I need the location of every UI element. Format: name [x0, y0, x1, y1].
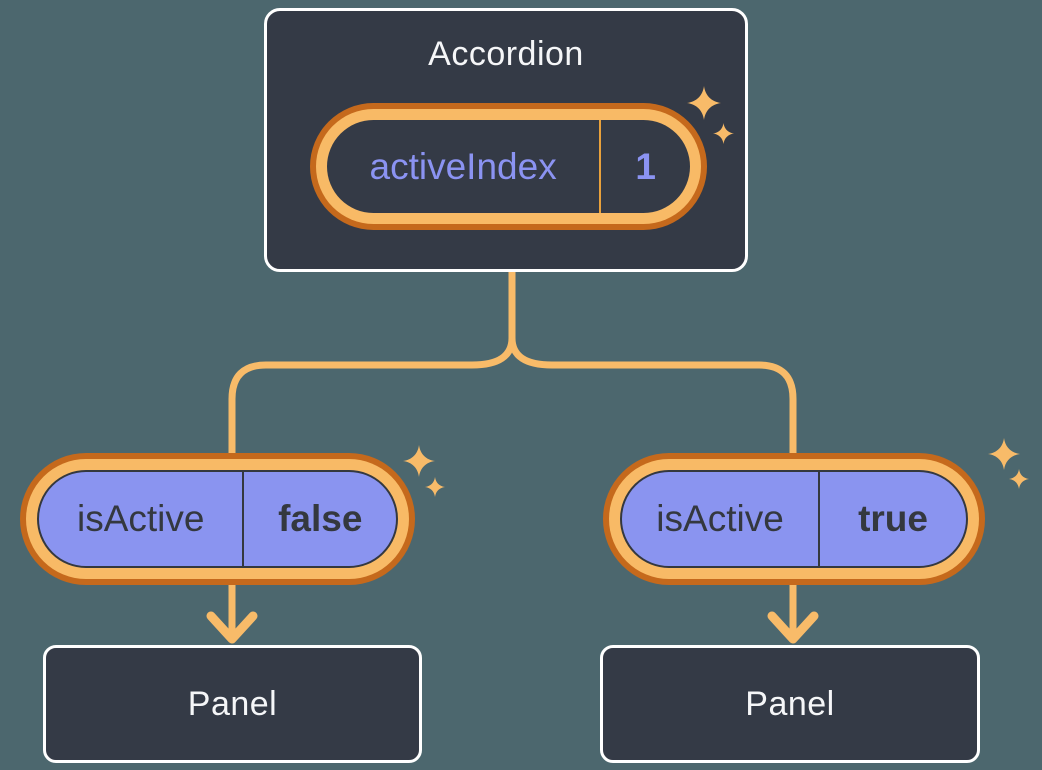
sparkle-icon [403, 445, 435, 477]
panel-label: Panel [187, 684, 278, 723]
prop-pill-divider [242, 472, 245, 566]
connector-branch-right [508, 337, 797, 640]
prop-pill-name: isActive [77, 498, 205, 539]
sparkle-icon [425, 477, 445, 497]
prop-pill-is-active-true: isActive true [603, 453, 985, 585]
prop-pill-glow-ring: isActive true [609, 459, 979, 579]
state-pill-glow-ring: activeIndex 1 [316, 109, 701, 224]
panel-card-right: Panel [600, 645, 980, 763]
sparkle-icon [713, 123, 734, 144]
state-pill-value: 1 [635, 145, 656, 187]
prop-pill-divider [818, 472, 821, 566]
state-pill-active-index: activeIndex 1 [310, 103, 707, 230]
prop-pill-is-active-false: isActive false [20, 453, 415, 585]
accordion-title: Accordion [428, 35, 584, 73]
prop-pill-glow-ring: isActive false [26, 459, 409, 579]
panel-card-left: Panel [43, 645, 422, 763]
state-pill-body: activeIndex 1 [327, 120, 690, 213]
sparkle-icon [988, 438, 1020, 470]
sparkle-icon [687, 86, 721, 120]
prop-pill-value: true [858, 498, 928, 539]
sparkle-icon [1009, 469, 1029, 489]
prop-pill-body: isActive true [620, 470, 968, 568]
arrow-down-icon [206, 611, 258, 644]
state-pill-divider [599, 120, 602, 213]
panel-label: Panel [745, 684, 835, 723]
state-pill-name: activeIndex [369, 145, 557, 187]
prop-pill-name: isActive [656, 498, 784, 539]
prop-pill-body: isActive false [37, 470, 398, 568]
connector-branch-left [228, 337, 516, 640]
prop-pill-value: false [278, 498, 363, 539]
arrow-down-icon [767, 611, 819, 644]
